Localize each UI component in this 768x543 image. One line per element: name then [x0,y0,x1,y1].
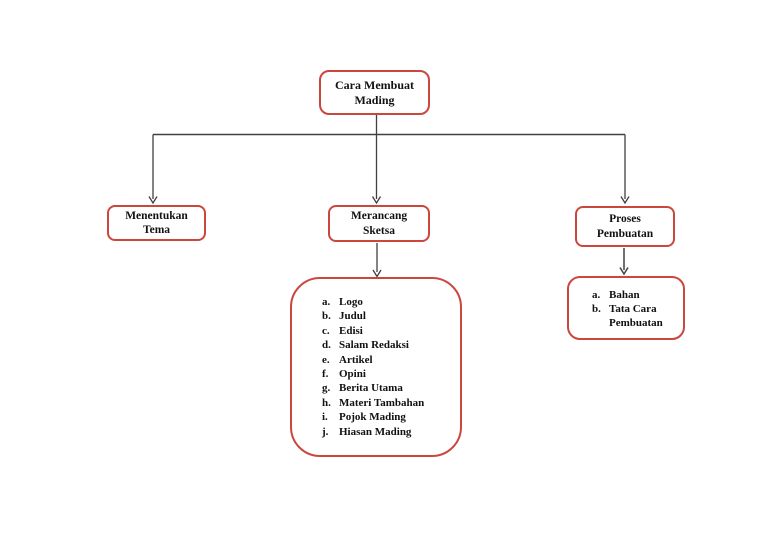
list-item-text: Salam Redaksi [339,339,409,352]
list-item: f. Opini [322,367,454,381]
list-item: b. Judul [322,309,454,323]
list-item: i. Pojok Mading [322,410,454,424]
node-sketsa-label-line2: Sketsa [363,224,395,237]
list-item-letter: e. [322,353,330,366]
arrowhead-sketsa-list [372,269,382,278]
list-item-text: Tata Cara Pembuatan [609,303,663,329]
list-item-letter: c. [322,324,330,337]
list-item-text: Logo [339,296,363,308]
list-item: a. Logo [322,295,454,309]
list-item: j. Hiasan Mading [322,425,454,439]
node-root-label-line1: Cara Membuat [335,77,414,92]
list-item-letter: a. [322,296,331,308]
list-item-letter: b. [322,310,331,323]
list-item-text: Materi Tambahan [339,396,425,409]
list-item: b. Tata Cara Pembuatan [592,302,679,330]
sketsa-items-box: a. Logo b. Judul c. Edisi d. Salam Redak… [290,277,462,457]
list-item-letter: g. [322,382,331,395]
arrowhead-sketsa [371,196,382,205]
list-item-text: Edisi [339,324,363,337]
list-item: e. Artikel [322,353,454,367]
list-item-text: Bahan [609,289,640,301]
node-tema-label-line1: Menentukan [125,209,188,222]
node-root-label-line2: Mading [354,92,395,107]
list-item-text: Artikel [339,353,373,366]
list-item-text: Hiasan Mading [339,425,412,438]
list-item: h. Materi Tambahan [322,396,454,410]
list-item-text: Pojok Mading [339,411,406,424]
arrowhead-tema [148,196,158,205]
list-item-letter: b. [592,303,601,315]
node-menentukan-tema: Menentukan Tema [107,205,206,241]
node-proses-label-line2: Pembuatan [596,227,654,240]
list-item-letter: f. [322,368,329,381]
proses-items-box: a. Bahan b. Tata Cara Pembuatan [567,276,685,340]
list-item: g. Berita Utama [322,381,454,395]
list-item-letter: j. [322,425,329,438]
node-merancang-sketsa: Merancang Sketsa [328,205,430,242]
node-proses-pembuatan: Proses Pembuatan [575,206,675,247]
node-proses-label-line1: Proses [609,213,641,225]
list-item-letter: i. [322,411,328,424]
arrowhead-proses [620,196,630,205]
list-item-text: Berita Utama [339,382,403,395]
list-item-letter: d. [322,339,331,352]
node-tema-label-line2: Tema [142,224,171,236]
list-item: c. Edisi [322,324,454,338]
list-item: a. Bahan [592,288,679,302]
arrowhead-proses-list [619,267,629,276]
list-item: d. Salam Redaksi [322,338,454,352]
node-sketsa-label-line1: Merancang [350,210,408,222]
node-cara-membuat-mading: Cara Membuat Mading [319,70,430,115]
list-item-letter: a. [592,289,601,301]
list-item-text: Opini [339,368,366,381]
list-item-letter: h. [322,396,331,409]
list-item-text: Judul [339,310,366,323]
